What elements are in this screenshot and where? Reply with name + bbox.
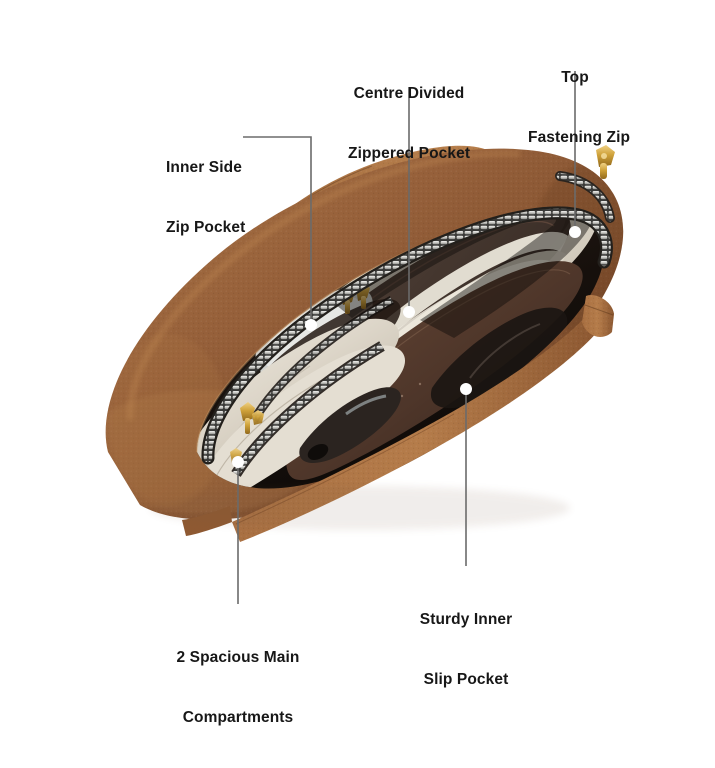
callout-line-1: Inner Side [166, 159, 242, 176]
callout-two-spacious-main-compartments: 2 Spacious Main Compartments [170, 608, 306, 768]
callout-line-2: Zip Pocket [166, 219, 246, 236]
callout-line-2: Slip Pocket [423, 671, 509, 688]
callout-inner-side-zip-pocket: Inner Side Zip Pocket [166, 118, 245, 278]
callout-centre-divided-zippered-pocket: Centre Divided Zippered Pocket [348, 44, 470, 204]
gold-zip-pull-inner-lower [240, 402, 255, 434]
callout-line-1: Top [561, 69, 589, 86]
callout-line-2: Fastening Zip [528, 129, 631, 146]
bag-handle-front [182, 294, 614, 542]
inner-zipper-track [231, 341, 385, 477]
callout-sturdy-inner-slip-pocket: Sturdy Inner Slip Pocket [413, 570, 519, 730]
callout-top-fastening-zip: Top Fastening Zip [528, 28, 631, 188]
gold-zip-pull-top [596, 145, 615, 179]
callout-line-1: Sturdy Inner [419, 611, 513, 628]
product-diagram-stage: Inner Side Zip Pocket Centre Divided Zip… [105, 28, 631, 726]
callout-line-2: Compartments [182, 709, 294, 726]
top-fastening-zipper [201, 145, 615, 465]
callout-line-1: 2 Spacious Main [176, 649, 300, 666]
inner-zipper-track-2 [250, 296, 395, 423]
callout-line-1: Centre Divided [353, 85, 465, 102]
handbag-photo [105, 145, 624, 542]
callout-line-2: Zippered Pocket [348, 145, 471, 162]
